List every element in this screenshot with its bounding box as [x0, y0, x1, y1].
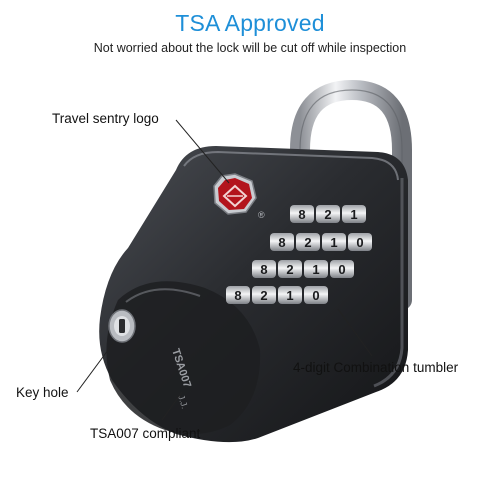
dial-drum — [330, 260, 354, 278]
dial-drum — [226, 286, 250, 304]
dial-drum — [278, 286, 302, 304]
dial-drum — [316, 205, 340, 223]
callout-lines — [76, 119, 373, 421]
callout-line-tumbler — [337, 308, 373, 357]
dial-drum — [252, 286, 276, 304]
callout-line-logo — [175, 119, 230, 184]
dial-row-3: 8 2 1 0 — [252, 260, 354, 278]
page-title: TSA Approved — [175, 10, 325, 36]
dial-digit: 2 — [286, 262, 293, 277]
dial-digit: 8 — [260, 262, 267, 277]
dial-row-2: 8 2 1 0 — [270, 233, 372, 251]
callout-combination-tumbler: 4-digit Combination tumbler — [293, 360, 459, 375]
dial-drum — [348, 233, 372, 251]
dial-drum — [322, 233, 346, 251]
dial-digit: 1 — [312, 262, 319, 277]
combination-dials: 8 2 1 8 2 1 0 8 2 — [226, 205, 372, 304]
dial-drum — [278, 260, 302, 278]
dial-digit: 1 — [286, 288, 293, 303]
dial-drum — [252, 260, 276, 278]
travel-sentry-logo — [213, 173, 257, 215]
dial-digit: 2 — [260, 288, 267, 303]
dial-drum — [270, 233, 294, 251]
dial-digit: 0 — [338, 262, 345, 277]
dial-row-1: 8 2 1 — [290, 205, 366, 223]
dial-digit: 8 — [298, 207, 305, 222]
page-subtitle: Not worried about the lock will be cut o… — [93, 41, 407, 55]
callout-line-keyhole — [76, 341, 115, 393]
dial-digit: 0 — [312, 288, 319, 303]
dial-row-4: 8 2 1 0 — [226, 286, 328, 304]
dial-digit: 1 — [350, 207, 357, 222]
dial-digit: 2 — [324, 207, 331, 222]
dial-digit: 0 — [356, 235, 363, 250]
registered-mark: ® — [258, 210, 265, 220]
dial-drum — [304, 286, 328, 304]
dial-drum — [304, 260, 328, 278]
callout-line-tsa007 — [161, 391, 183, 421]
dial-digit: 8 — [278, 235, 285, 250]
dial-digit: 1 — [330, 235, 337, 250]
dial-drum — [342, 205, 366, 223]
callout-tsa007-compliant: TSA007 compliant — [90, 426, 201, 441]
dial-drum — [296, 233, 320, 251]
engraving-mark: J.J. — [176, 394, 190, 410]
callout-travel-sentry-logo: Travel sentry logo — [52, 111, 159, 126]
dial-digit: 8 — [234, 288, 241, 303]
dial-drum — [290, 205, 314, 223]
key-hole — [108, 309, 136, 343]
callout-key-hole: Key hole — [16, 385, 69, 400]
dial-digit: 2 — [304, 235, 311, 250]
